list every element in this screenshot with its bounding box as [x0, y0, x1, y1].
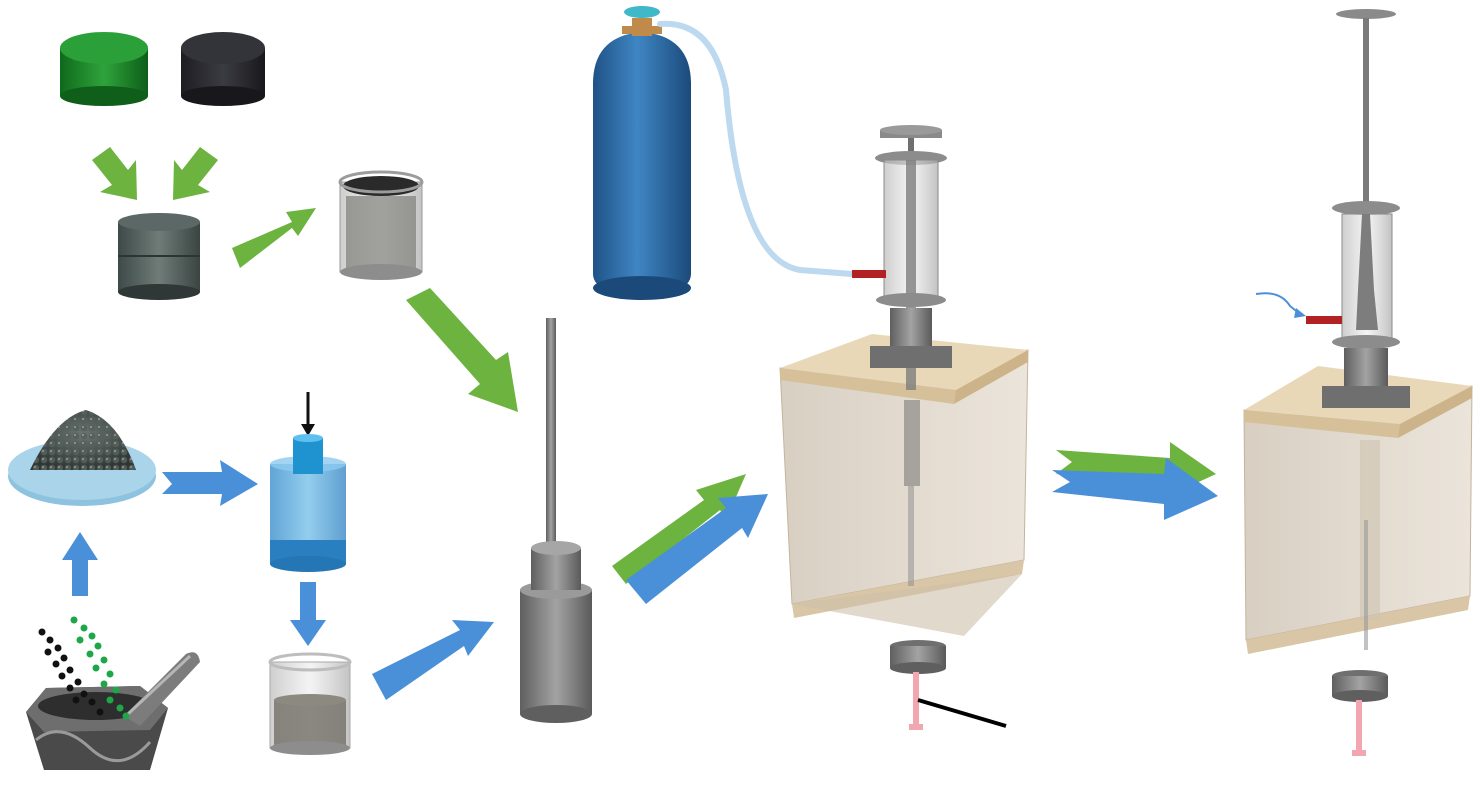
- green-arrow-icon: [406, 288, 518, 412]
- green-arrow-icon: [92, 147, 137, 200]
- nozzle-icon: [1332, 670, 1388, 756]
- syringe-icon: [1322, 9, 1410, 650]
- green-arrow-icon: [232, 208, 316, 268]
- beaker-icon: [268, 652, 352, 755]
- black-beads-icon: [38, 628, 104, 716]
- blue-arrow-icon: [626, 494, 768, 604]
- pointer-line: [917, 698, 1007, 728]
- gas-flow-arrow-icon: [1255, 292, 1301, 315]
- blue-arrow-icon: [290, 582, 326, 646]
- powder-plate-icon: [8, 410, 156, 506]
- black-pellet-icon: [181, 32, 265, 106]
- blue-arrow-icon: [62, 532, 98, 596]
- beaker-icon: [338, 170, 424, 280]
- stacked-pellet-icon: [118, 213, 200, 300]
- syringe-icon: [520, 318, 592, 723]
- nozzle-icon: [890, 640, 946, 730]
- gas-cylinder-icon: [593, 6, 691, 300]
- green-beads-icon: [70, 616, 130, 720]
- press-die-icon: [270, 392, 346, 572]
- gas-inlet-port: [1306, 316, 1342, 324]
- green-pellet-icon: [60, 32, 148, 106]
- blue-arrow-icon: [1052, 458, 1218, 520]
- chamber-icon: [779, 334, 1029, 636]
- chamber-icon: [1243, 366, 1473, 654]
- green-arrow-icon: [612, 474, 746, 584]
- gas-hose: [657, 20, 855, 277]
- gas-inlet-port: [852, 270, 886, 278]
- syringe-icon: [870, 125, 952, 586]
- gas-flow-arrow-icon: [1294, 308, 1306, 318]
- green-arrow-icon: [173, 147, 218, 200]
- mortar-pestle-icon: [26, 652, 200, 770]
- blue-arrow-icon: [162, 460, 258, 506]
- blue-arrow-icon: [372, 620, 494, 700]
